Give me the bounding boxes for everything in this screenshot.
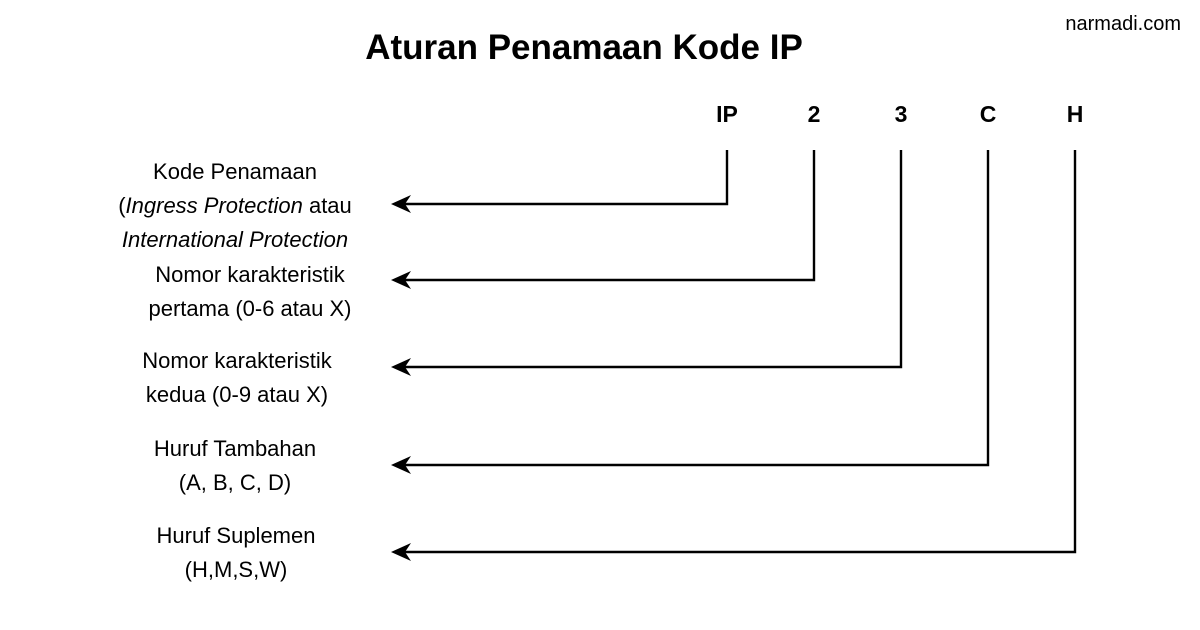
code-letter-additional: C (979, 101, 997, 127)
connector-supplementary (402, 150, 1077, 554)
arrow-left-icon (391, 543, 411, 561)
label-line: International Protection (60, 223, 410, 257)
label-text: ( (118, 193, 126, 218)
label-line: Huruf Suplemen (156, 523, 316, 548)
label-second-characteristic: Nomor karakteristik kedua (0-9 atau X) (72, 344, 402, 412)
label-line: Nomor karakteristik (142, 348, 332, 373)
arrow-left-icon (391, 195, 411, 213)
label-line: kedua (0-9 atau X) (145, 382, 329, 407)
connector-first-digit (402, 150, 816, 282)
arrow-left-icon (391, 358, 411, 376)
label-line: Kode Penamaan (153, 159, 317, 184)
label-code-naming: Kode Penamaan (Ingress Protection atau I… (60, 155, 410, 257)
label-supplementary-letter: Huruf Suplemen (H,M,S,W) (71, 519, 401, 587)
connector-second-digit (402, 150, 903, 369)
page-title: Aturan Penamaan Kode IP (365, 28, 803, 67)
label-additional-letter: Huruf Tambahan (A, B, C, D) (70, 432, 400, 500)
label-line: Nomor karakteristik (155, 262, 345, 287)
label-italic-text: International Protection (121, 227, 349, 252)
label-line: (H,M,S,W) (184, 557, 288, 582)
arrow-left-icon (391, 271, 411, 289)
label-line: Huruf Tambahan (153, 436, 317, 461)
label-line: (A, B, C, D) (178, 470, 292, 495)
connector-additional (402, 150, 990, 467)
label-text: atau (302, 193, 352, 218)
arrow-left-icon (391, 456, 411, 474)
site-watermark: narmadi.com (1065, 13, 1181, 35)
label-line: pertama (0-6 atau X) (148, 296, 352, 321)
code-letter-supplementary: H (1066, 101, 1084, 127)
label-line: (Ingress Protection atau (60, 189, 410, 223)
label-first-characteristic: Nomor karakteristik pertama (0-6 atau X) (85, 258, 415, 326)
connector-ip (402, 150, 729, 206)
code-letter-ip: IP (716, 101, 738, 127)
code-letter-first-digit: 2 (807, 101, 821, 127)
code-letter-second-digit: 3 (894, 101, 908, 127)
label-italic-text: Ingress Protection (125, 193, 303, 218)
